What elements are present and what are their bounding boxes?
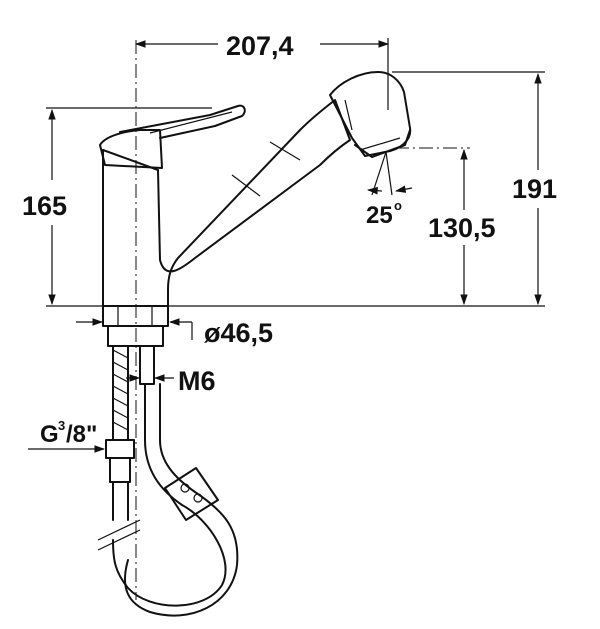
mixer-lever [119, 104, 246, 139]
hose-braid [112, 349, 129, 431]
dim-stud-thread: M6 [178, 366, 216, 396]
dim-base-diameter: ø46,5 [204, 318, 273, 348]
dim-spout-reach: 207,4 [226, 31, 294, 61]
spray-line-angled [371, 151, 387, 196]
dim-connection-den: /8" [66, 421, 97, 448]
hose-fitting-nut [105, 439, 135, 459]
hose-fitting-body [109, 457, 131, 483]
dim-total-height: 191 [512, 174, 557, 204]
threaded-stud [139, 345, 155, 385]
angle-arrow-right [394, 185, 413, 193]
dim-outlet-height: 130,5 [428, 213, 496, 243]
spray-line-vertical [385, 151, 393, 196]
nozzle-ring [359, 137, 401, 151]
angle-arrow-left [366, 186, 383, 195]
lever-base [99, 129, 163, 169]
weight-screw [180, 483, 190, 493]
hose-weight [164, 467, 219, 521]
dim-body-height: 165 [22, 191, 67, 221]
spray-head-edge [344, 99, 353, 131]
supply-hose [112, 345, 129, 441]
break-mark [97, 519, 141, 541]
dim-connection-num: 3 [58, 418, 65, 433]
pullout-hose-loop-inner [124, 383, 239, 617]
break-mark-2 [97, 529, 141, 551]
lever-edge [149, 111, 233, 134]
dim-spray-angle-unit: o [394, 198, 402, 213]
spout-joint-line [231, 174, 261, 197]
dim-connection-prefix: G [40, 421, 59, 448]
faucet-body [102, 99, 351, 307]
spray-head [329, 71, 412, 157]
spout-joint-line-2 [269, 141, 301, 161]
mounting-flange [107, 325, 164, 347]
weight-screw-2 [193, 493, 203, 503]
dim-spray-angle: 25 [366, 202, 393, 229]
spray-nozzle [354, 129, 411, 158]
